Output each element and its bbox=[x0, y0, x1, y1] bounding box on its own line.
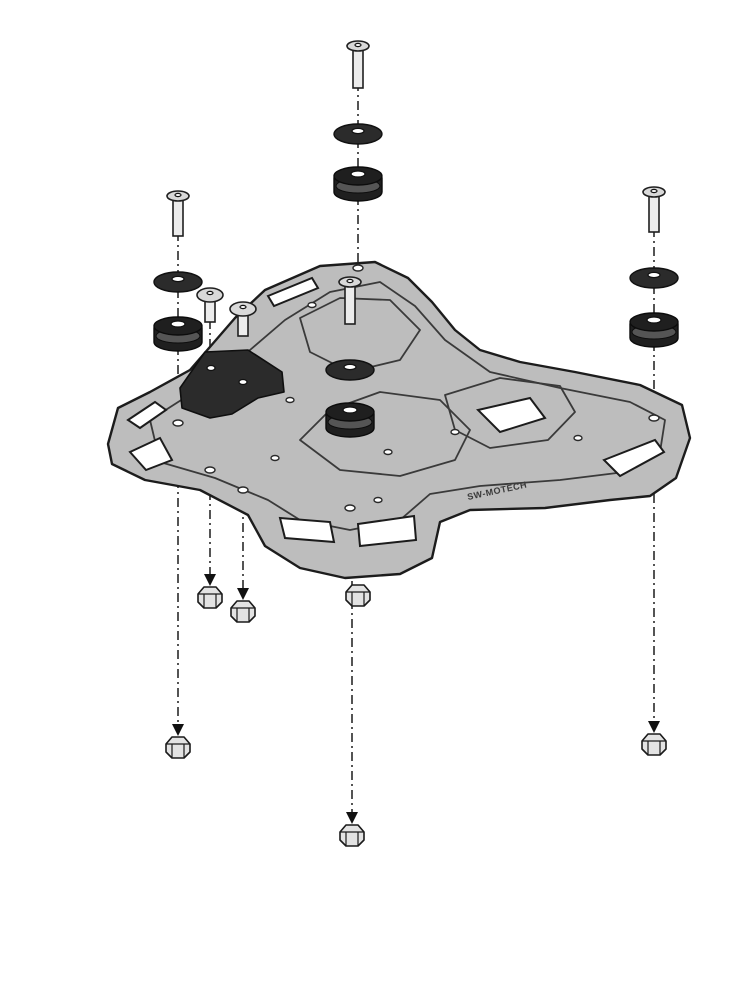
hole bbox=[648, 414, 660, 422]
hole bbox=[237, 486, 249, 494]
clamp-bracket-body bbox=[179, 349, 285, 419]
hole bbox=[307, 301, 317, 309]
arrow-down-icon bbox=[204, 574, 216, 586]
hole bbox=[285, 396, 295, 404]
bolt-bracket-right bbox=[229, 301, 257, 337]
bolt-bracket-left bbox=[196, 287, 224, 323]
hole bbox=[172, 419, 184, 427]
grommet-middle bbox=[325, 402, 375, 438]
rubber-grommets bbox=[153, 166, 679, 438]
bracket-hole bbox=[238, 378, 248, 386]
hole bbox=[383, 448, 393, 456]
plate-rib-outer bbox=[149, 281, 666, 531]
nut-bracket-left bbox=[197, 586, 223, 609]
nut-center-upper bbox=[345, 584, 371, 607]
bolt-middle bbox=[338, 276, 362, 325]
clamp-bracket bbox=[179, 349, 285, 419]
washers bbox=[153, 123, 679, 381]
arrow-down-icon bbox=[172, 724, 184, 736]
bolts bbox=[166, 40, 666, 337]
nut-left-outer bbox=[165, 736, 191, 759]
washer-top-center bbox=[333, 123, 383, 145]
nuts bbox=[165, 584, 667, 847]
arrow-down-icon bbox=[648, 721, 660, 733]
mounting-plate: SW-MOTECH bbox=[106, 260, 692, 580]
slot-right bbox=[602, 438, 666, 478]
bolt-top-center bbox=[346, 40, 370, 89]
slot-front-right bbox=[356, 514, 418, 548]
hole bbox=[204, 466, 216, 474]
slot-left-upper bbox=[126, 400, 168, 430]
slot-right-inner bbox=[476, 396, 547, 434]
slot-top bbox=[266, 276, 320, 308]
hole bbox=[373, 496, 383, 504]
arrow-down-icon bbox=[237, 588, 249, 600]
hole bbox=[450, 428, 460, 436]
bracket-hole bbox=[206, 364, 216, 372]
bolt-right bbox=[642, 186, 666, 233]
hole bbox=[573, 434, 583, 442]
grommet-right bbox=[629, 312, 679, 348]
washer-middle bbox=[325, 359, 375, 381]
plate-holes bbox=[172, 264, 660, 512]
washer-left bbox=[153, 271, 203, 293]
assembly-arrows bbox=[172, 574, 660, 824]
hole bbox=[270, 454, 280, 462]
nut-bracket-right bbox=[230, 600, 256, 623]
grommet-top-center bbox=[333, 166, 383, 202]
grommet-left bbox=[153, 316, 203, 352]
plate-rib-right-pocket bbox=[444, 377, 576, 449]
plate-body bbox=[106, 260, 692, 580]
washer-right bbox=[629, 267, 679, 289]
slot-left bbox=[128, 436, 174, 472]
bolt-left bbox=[166, 190, 190, 237]
nut-right-outer bbox=[641, 733, 667, 756]
hole bbox=[352, 264, 364, 272]
arrow-down-icon bbox=[346, 812, 358, 824]
hole bbox=[344, 504, 356, 512]
slot-front-left bbox=[278, 516, 336, 544]
nut-center-bottom bbox=[339, 824, 365, 847]
